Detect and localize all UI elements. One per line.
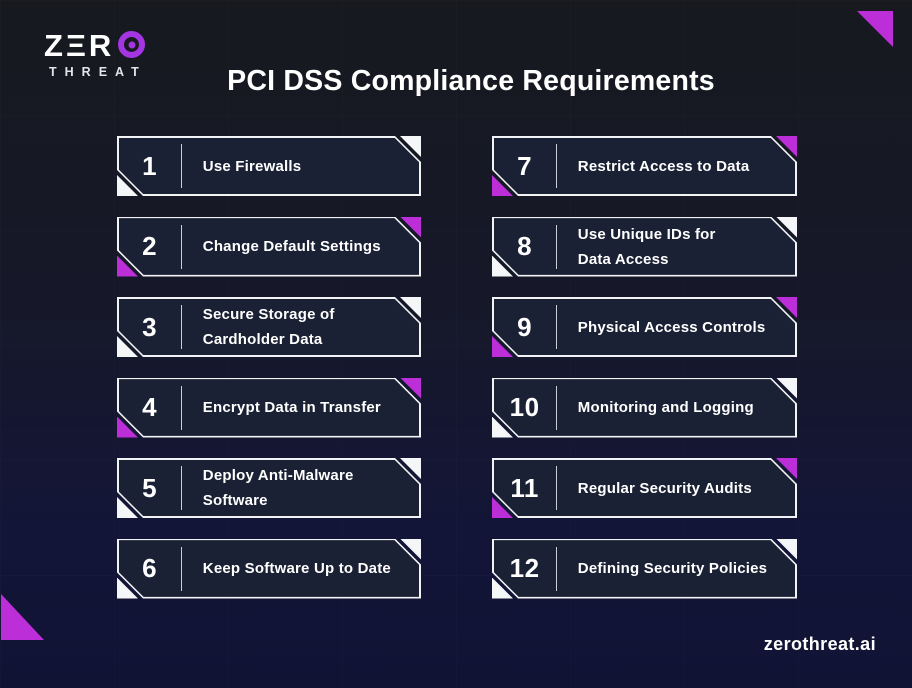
card-divider-line (556, 547, 557, 591)
logo-letter-r: R (88, 28, 115, 63)
card-label-line: Encrypt Data in Transfer (202, 399, 381, 416)
card-number: 8 (517, 231, 533, 261)
card-label-line: Deploy Anti-Malware (202, 467, 354, 484)
card-divider-line (181, 225, 182, 269)
requirement-card-1: 1 Use Firewalls (117, 136, 421, 196)
card-label-line: Software (202, 492, 268, 509)
card-body: 10 Monitoring and Logging (494, 379, 796, 436)
card-number: 1 (142, 150, 158, 181)
requirement-card-11: 11 Regular Security Audits (492, 458, 797, 518)
card-number: 10 (509, 392, 540, 422)
requirement-card-3: 3 Secure Storage of Cardholder Data (117, 297, 421, 357)
card-divider-line (556, 144, 557, 188)
card-body: 3 Secure Storage of Cardholder Data (119, 299, 420, 356)
card-body: 4 Encrypt Data in Transfer (119, 379, 420, 436)
card-label-line: Monitoring and Logging (577, 399, 754, 416)
card-label-line: Defining Security Policies (577, 560, 768, 577)
logo-tagline: THREAT (49, 65, 147, 79)
requirement-card-4: 4 Encrypt Data in Transfer (117, 377, 421, 438)
card-label-line: Physical Access Controls (577, 318, 766, 336)
card-label-line: Regular Security Audits (577, 479, 752, 497)
requirement-card-7: 7 Restrict Access to Data (492, 136, 797, 196)
card-label-line: Cardholder Data (202, 331, 323, 348)
card-number: 5 (142, 472, 158, 503)
requirement-card-9: 9 Physical Access Controls (492, 297, 797, 357)
card-body: 1 Use Firewalls (119, 138, 420, 195)
card-label: Encrypt Data in Transfer (203, 395, 391, 420)
page-title: PCI DSS Compliance Requirements (227, 65, 715, 97)
corner-triangle-top-right (857, 11, 893, 47)
logo-letter-e: Ξ (65, 28, 89, 63)
card-divider-line (181, 144, 182, 188)
card-label-line: Use Firewalls (202, 157, 302, 175)
card-divider-line (556, 225, 557, 269)
card-body: 9 Physical Access Controls (494, 299, 796, 356)
card-divider-line (556, 466, 557, 510)
bullseye-ring-icon (118, 31, 146, 58)
card-divider-line (181, 466, 182, 510)
requirement-card-12: 12 Defining Security Policies (492, 538, 797, 599)
corner-triangle-bottom-left (1, 594, 44, 640)
card-number: 3 (142, 311, 158, 342)
card-label: Regular Security Audits (578, 476, 762, 501)
card-body: 6 Keep Software Up to Date (119, 540, 420, 597)
card-label-line: Use Unique IDs for (577, 225, 716, 243)
card-number: 11 (510, 472, 539, 503)
card-number: 7 (517, 150, 533, 181)
card-number: 4 (142, 392, 158, 422)
card-label: Secure Storage of Cardholder Data (203, 302, 345, 352)
card-number: 12 (509, 553, 540, 583)
card-label-line: Change Default Settings (202, 238, 381, 255)
requirements-grid: 1 Use Firewalls 2 Change Default Setting… (117, 136, 797, 599)
card-label: Use Firewalls (203, 154, 311, 179)
card-divider-line (556, 386, 557, 430)
card-label-line: Restrict Access to Data (577, 157, 750, 175)
card-label: Defining Security Policies (578, 556, 777, 581)
card-body: 2 Change Default Settings (119, 218, 420, 275)
requirement-card-2: 2 Change Default Settings (117, 216, 421, 277)
card-label: Change Default Settings (203, 234, 391, 259)
card-divider-line (181, 386, 182, 430)
logo-letter-z: Z (44, 28, 66, 63)
card-label: Physical Access Controls (578, 315, 776, 340)
card-divider-line (556, 305, 557, 349)
card-label-line: Keep Software Up to Date (202, 560, 391, 577)
card-label: Restrict Access to Data (578, 154, 760, 179)
card-body: 12 Defining Security Policies (494, 540, 796, 597)
card-number: 2 (142, 231, 158, 261)
requirement-card-6: 6 Keep Software Up to Date (117, 538, 421, 599)
card-label-line: Secure Storage of (202, 306, 335, 323)
card-label-line: Data Access (577, 250, 669, 268)
card-divider-line (181, 305, 182, 349)
card-body: 11 Regular Security Audits (494, 460, 796, 517)
card-body: 7 Restrict Access to Data (494, 138, 796, 195)
card-divider-line (181, 547, 182, 591)
card-number: 9 (517, 311, 533, 342)
card-label: Monitoring and Logging (578, 395, 764, 420)
card-number: 6 (142, 553, 158, 583)
footer-url: zerothreat.ai (763, 634, 876, 654)
requirement-card-10: 10 Monitoring and Logging (492, 377, 797, 438)
card-label: Keep Software Up to Date (203, 556, 401, 581)
